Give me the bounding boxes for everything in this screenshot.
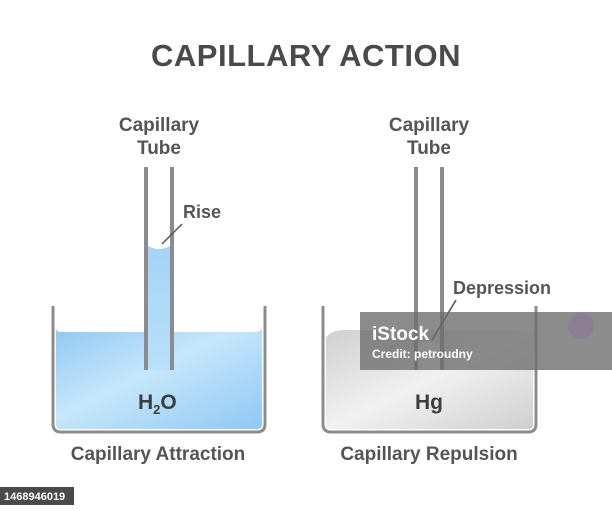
mercury-panel: Capillary Tube Depression Hg Capillary R…: [321, 115, 551, 465]
watermark-decoration: [568, 313, 594, 339]
stock-id-tag: 1468946019: [0, 487, 74, 505]
left-tube-label-line1: Capillary: [119, 115, 200, 136]
watermark-credit: Credit: petroudny: [372, 347, 473, 361]
watermark: iStock Credit: petroudny: [360, 312, 612, 370]
left-caption: Capillary Attraction: [71, 444, 246, 465]
rise-callout: Rise: [183, 202, 221, 222]
mercury-beaker: [321, 306, 538, 434]
diagram-title: CAPILLARY ACTION: [151, 38, 461, 73]
right-tube-label-line2: Tube: [407, 138, 451, 159]
mercury-formula: Hg: [415, 391, 443, 414]
left-tube-label-line2: Tube: [137, 138, 181, 159]
water-formula: H2O: [138, 391, 177, 417]
rise-callout-line: [161, 223, 183, 245]
water-liquid: [56, 326, 262, 429]
stock-id: 1468946019: [4, 491, 65, 503]
depression-callout: Depression: [453, 278, 551, 298]
water-panel: Capillary Tube Rise H2O Capillary Attrac…: [51, 115, 267, 465]
water-column-in-tube: [148, 246, 170, 370]
right-caption: Capillary Repulsion: [340, 444, 517, 465]
right-tube-label-line1: Capillary: [389, 115, 470, 136]
watermark-brand: iStock: [372, 324, 429, 345]
water-beaker: [51, 306, 267, 434]
